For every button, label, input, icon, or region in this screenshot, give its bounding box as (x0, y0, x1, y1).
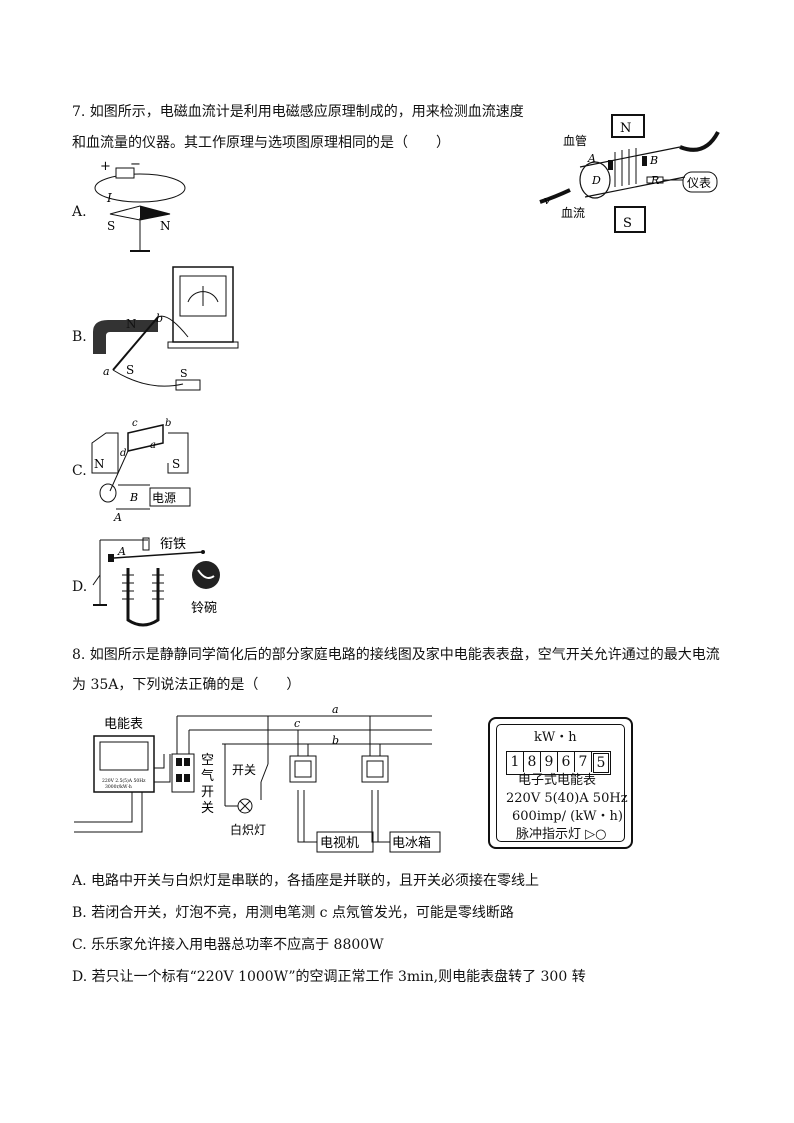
panel-digit-display: 1 8 9 6 7 5 (506, 751, 611, 775)
home-circuit-figure: 电能表 220V 2.5(5)A 50Hz 3000r/kW·h 空 气 开 关… (74, 703, 441, 853)
coil-d-label: d (120, 448, 126, 459)
rod-a-label: a (103, 365, 110, 378)
q7-option-b-letter: B. (72, 329, 87, 345)
panel-digit: 1 (507, 752, 524, 772)
magnet-n-label-b: N (126, 317, 137, 331)
needle-s-label: S (107, 219, 115, 233)
magnet-n-label-c: N (94, 457, 105, 471)
switch-s-label-b: S (180, 367, 188, 380)
q8-line1: 8. 如图所示是静静同学简化后的部分家庭电路的接线图及家中电能表表盘，空气开关允… (72, 647, 720, 663)
current-i-label: I (106, 191, 112, 205)
panel-digit-decimal: 5 (593, 753, 609, 773)
meter-label: 仪表 (687, 176, 711, 190)
q8-option-c: C. 乐乐家允许接入用电器总功率不应高于 8800W (72, 937, 384, 953)
resistor-r-label: R (650, 174, 659, 187)
vessel-label: 血管 (563, 133, 587, 148)
lamp-label: 白炽灯 (230, 822, 266, 837)
magnet-s-label-c: S (172, 457, 180, 471)
coil-a-label: a (150, 440, 156, 451)
q8-option-b: B. 若闭合开关，灯泡不亮，用测电笔测 c 点氖管发光，可能是零线断路 (72, 905, 514, 921)
brush-a-label: A (113, 511, 122, 524)
panel-digit: 9 (541, 752, 558, 772)
armature-label: 衔铁 (160, 537, 186, 552)
q7-line1: 7. 如图所示，电磁血流计是利用电磁感应原理制成的，用来检测血流速度 (72, 104, 524, 120)
point-b-label: B (649, 154, 658, 167)
velocity-v-label: v (544, 194, 551, 207)
magnet-s-label-b: S (126, 363, 134, 377)
diameter-d-label: D (591, 174, 601, 187)
panel-meter-name: 电子式电能表 (518, 773, 597, 788)
air-switch-label-3: 开 (201, 785, 214, 800)
battery-plus-label: + (100, 159, 111, 174)
wire-b-label: b (332, 734, 339, 747)
option-b-galvanometer-figure: N S a b S (93, 266, 239, 391)
point-a-label: A (587, 152, 596, 165)
tv-label: 电视机 (320, 836, 359, 851)
magnet-n-label: N (620, 121, 631, 136)
air-switch-label-4: 关 (201, 801, 214, 816)
air-switch-label-2: 气 (201, 768, 214, 784)
q7-option-d-letter: D. (72, 579, 88, 595)
fridge-label: 电冰箱 (392, 835, 431, 851)
flow-label: 血流 (561, 206, 585, 220)
magnet-s-label: S (623, 216, 632, 231)
option-c-motor-figure: N S c b d a 电源 B A (91, 418, 191, 524)
small-meter-spec: 220V 2.5(5)A 50Hz (102, 777, 146, 784)
option-a-compass-figure: + − I S N (94, 158, 186, 252)
q7-line2: 和血流量的仪器。其工作原理与选项图原理相同的是（ ） (72, 135, 450, 151)
panel-digit: 7 (575, 752, 592, 772)
rod-b-label: b (156, 312, 163, 325)
contact-a-label: A (117, 545, 126, 558)
panel-digit: 8 (524, 752, 541, 772)
blood-flow-meter-figure: N S 仪表 血管 血流 A B D R v (539, 114, 720, 233)
energy-meter-panel: kW・h 1 8 9 6 7 5 电子式电能表 220V 5(40)A 50Hz… (488, 717, 633, 849)
q7-option-c-letter: C. (72, 463, 87, 479)
wire-a-label: a (332, 703, 339, 716)
panel-digit: 6 (558, 752, 575, 772)
panel-spec: 220V 5(40)A 50Hz (506, 791, 628, 806)
panel-impulse-rate: 600imp/ (kW・h) (512, 809, 623, 824)
brush-b-label: B (129, 491, 138, 504)
q7-option-a-letter: A. (72, 204, 87, 220)
panel-pulse-indicator: 脉冲指示灯 ▷○ (516, 827, 607, 842)
energy-meter-title: 电能表 (104, 717, 143, 732)
switch-label: 开关 (232, 763, 256, 777)
needle-n-label: N (160, 219, 171, 233)
panel-unit: kW・h (534, 730, 577, 745)
q8-option-a: A. 电路中开关与白炽灯是串联的，各插座是并联的，且开关必须接在零线上 (72, 873, 540, 889)
q8-option-d: D. 若只让一个标有“220V 1000W”的空调正常工作 3min,则电能表盘… (72, 969, 586, 985)
air-switch-label-1: 空 (201, 753, 214, 768)
power-source-label: 电源 (152, 491, 176, 505)
option-d-bell-figure: A 衔铁 铃碗 (92, 537, 220, 627)
coil-b-label: b (165, 418, 171, 429)
battery-minus-label: − (130, 158, 141, 172)
q8-line2: 为 35A，下列说法正确的是（ ） (72, 677, 301, 693)
coil-c-label: c (132, 418, 138, 429)
bell-label: 铃碗 (191, 600, 217, 616)
small-meter-rate: 3000r/kW·h (105, 784, 132, 790)
wire-c-label: c (294, 717, 300, 730)
